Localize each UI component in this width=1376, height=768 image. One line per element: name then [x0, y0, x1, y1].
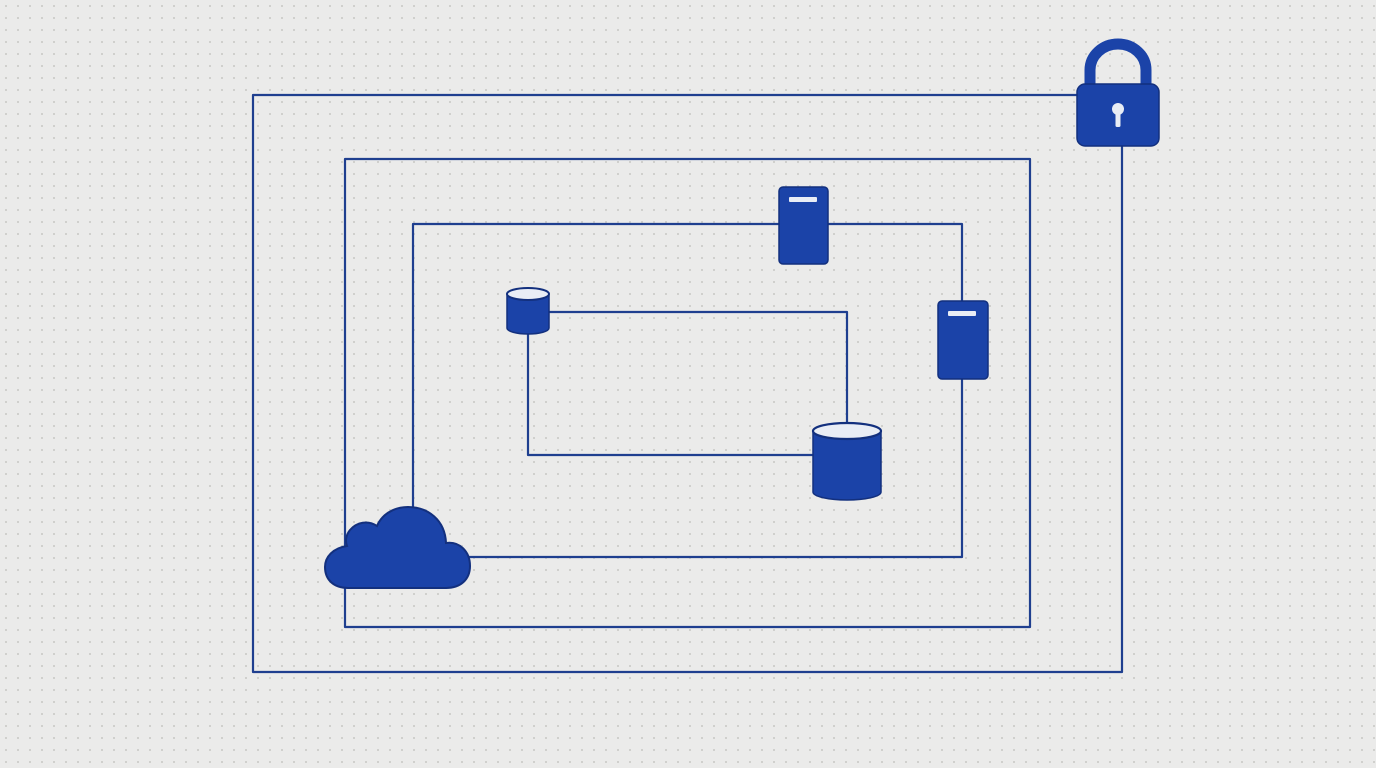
cloud-icon	[323, 505, 472, 589]
padlock-icon	[1076, 38, 1160, 147]
connection-lines	[251, 93, 1124, 674]
third-loop-line	[411, 222, 964, 559]
inner-loop-line	[526, 310, 849, 457]
database-icon	[811, 421, 883, 501]
server-icon	[937, 300, 989, 380]
server-icon	[778, 186, 829, 265]
outer-loop-line	[251, 93, 1124, 674]
icon-layer	[323, 38, 1160, 589]
second-loop-line	[343, 157, 1032, 629]
database-icon	[506, 287, 550, 335]
